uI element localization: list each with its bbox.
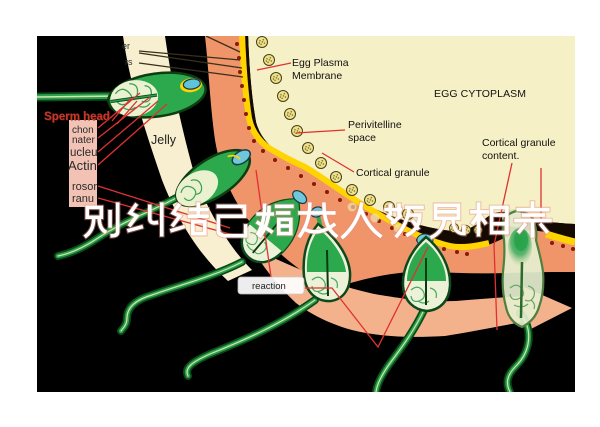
svg-text:EGG CYTOPLASM: EGG CYTOPLASM: [434, 88, 526, 100]
svg-text:Jelly: Jelly: [151, 133, 177, 147]
svg-text:Actin: Actin: [68, 158, 97, 173]
svg-text:rosor: rosor: [72, 181, 97, 193]
svg-text:chon: chon: [72, 125, 94, 136]
svg-text:Perivitelline: Perivitelline: [348, 119, 402, 131]
svg-text:ucleu: ucleu: [70, 147, 98, 159]
svg-text:space: space: [348, 132, 376, 144]
svg-text:Sperm head: Sperm head: [45, 112, 111, 124]
svg-text:er: er: [122, 41, 130, 51]
svg-text:ranu: ranu: [72, 193, 94, 205]
svg-text:Egg Plasma: Egg Plasma: [292, 57, 349, 69]
svg-text:Cortical granule: Cortical granule: [482, 137, 556, 149]
svg-text:content.: content.: [482, 150, 519, 162]
svg-text:Membrane: Membrane: [292, 70, 342, 82]
svg-text:Sperm head: Sperm head: [44, 111, 110, 123]
svg-text:reaction: reaction: [252, 281, 286, 292]
svg-text:nater: nater: [72, 135, 95, 146]
svg-text:Cortical granule: Cortical granule: [356, 167, 430, 179]
svg-text:rs: rs: [125, 57, 133, 67]
